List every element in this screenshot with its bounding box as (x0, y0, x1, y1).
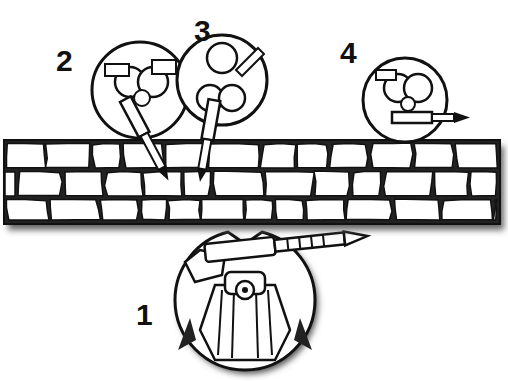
stone (184, 171, 211, 195)
view-four (363, 58, 470, 142)
stone (395, 199, 440, 220)
stone (5, 172, 15, 196)
stone (92, 144, 120, 168)
callout-number: 1 (136, 300, 153, 330)
stone (105, 172, 143, 196)
view-three (177, 35, 267, 183)
stone (7, 143, 46, 168)
stone (213, 171, 264, 196)
stone (442, 200, 493, 220)
stone (201, 199, 244, 219)
stone (455, 144, 497, 168)
stone (100, 200, 138, 220)
stone (314, 171, 349, 196)
stone (168, 200, 201, 220)
stone (435, 172, 469, 196)
stone (306, 200, 345, 220)
stone (414, 144, 454, 168)
stone (6, 199, 49, 220)
stone (384, 172, 433, 196)
stone (352, 172, 380, 196)
stone (260, 144, 296, 168)
stone (141, 199, 166, 220)
stone (330, 144, 368, 168)
stone (245, 200, 273, 220)
stone (265, 172, 314, 196)
view-one (175, 227, 368, 374)
stone (65, 172, 103, 196)
stone (143, 172, 182, 196)
callout-number: 4 (340, 38, 357, 68)
stone (46, 143, 90, 167)
stone (493, 200, 497, 220)
stone-wall (4, 140, 504, 230)
stone (470, 172, 497, 196)
stone (18, 172, 62, 196)
stone (275, 199, 303, 220)
view-two (92, 42, 188, 183)
stone (50, 199, 100, 219)
stone (209, 144, 260, 168)
stone (346, 199, 392, 219)
stone (371, 143, 413, 168)
callout-number: 2 (56, 46, 73, 76)
callout-number: 3 (194, 16, 211, 46)
stone (297, 144, 328, 168)
